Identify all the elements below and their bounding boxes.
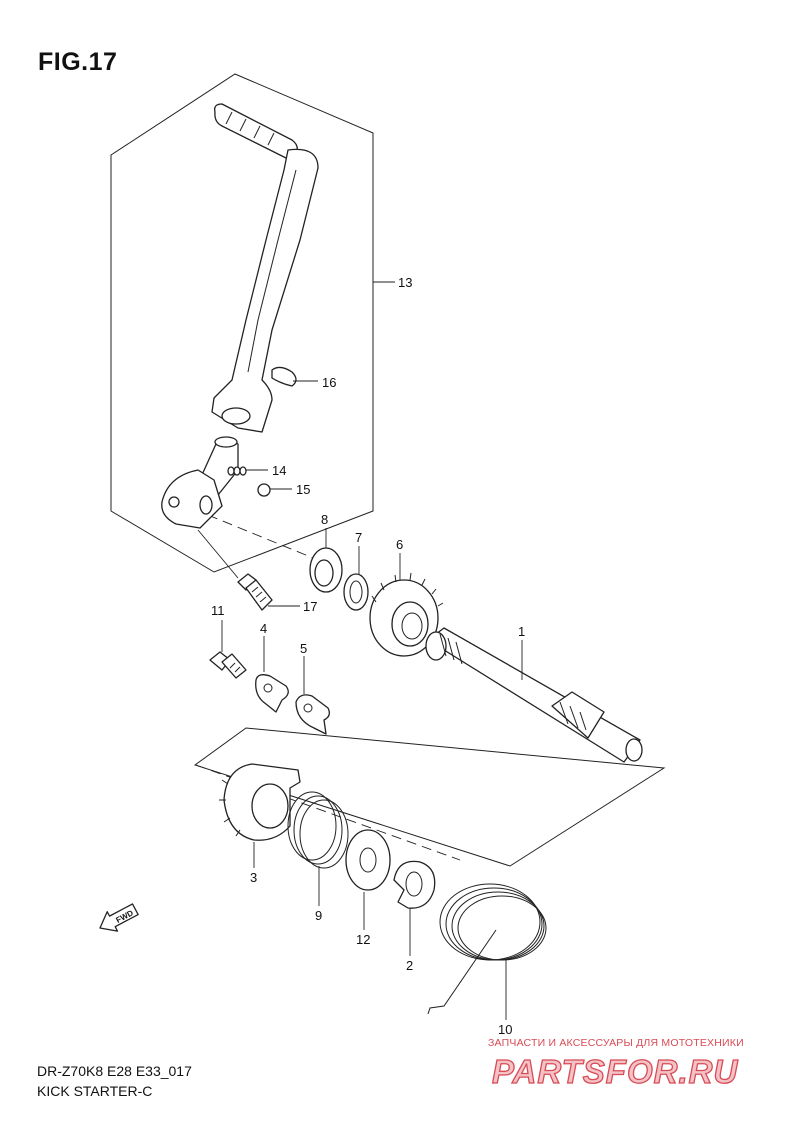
callout-16: 16 [322, 375, 336, 390]
callout-10: 10 [498, 1022, 512, 1037]
starter-guide-part-3[interactable] [219, 763, 301, 841]
section-name: KICK STARTER-C [37, 1083, 153, 1099]
kick-lever-part-13[interactable] [211, 103, 319, 433]
callout-15: 15 [296, 482, 310, 497]
washer-part-7[interactable] [343, 573, 369, 611]
callout-17: 17 [303, 599, 317, 614]
callout-4: 4 [260, 621, 267, 636]
lever-group-outline [110, 73, 374, 573]
washer-part-12[interactable] [345, 829, 391, 891]
callout-6: 6 [396, 537, 403, 552]
callout-7: 7 [355, 530, 362, 545]
ring-part-2[interactable] [393, 860, 436, 909]
callout-9: 9 [315, 908, 322, 923]
watermark-logo: PARTSFOR.RU [491, 1052, 738, 1090]
axis-line-upper [207, 514, 319, 561]
plate-part-5[interactable] [295, 694, 330, 735]
callout-11: 11 [211, 603, 225, 618]
lever-clamp-boss [161, 436, 239, 529]
ball-part-15[interactable] [257, 483, 271, 497]
callout-8: 8 [321, 512, 328, 527]
callout-5: 5 [300, 641, 307, 656]
callout-14: 14 [272, 463, 286, 478]
spring-part-9[interactable] [287, 791, 349, 869]
callout-13: 13 [398, 275, 412, 290]
figure-title: FIG.17 [38, 48, 118, 76]
callout-2: 2 [406, 958, 413, 973]
watermark-brand: PARTSFOR.RU [492, 1053, 738, 1090]
axis-line-lower [195, 764, 461, 861]
callout-3: 3 [250, 870, 257, 885]
clip-part-16[interactable] [271, 366, 297, 387]
callout-1: 1 [518, 624, 525, 639]
leader-bolt-axis [197, 529, 239, 579]
starter-shaft-part-1[interactable] [425, 627, 643, 763]
callout-12: 12 [356, 932, 370, 947]
drive-gear-part-6[interactable] [369, 572, 444, 657]
oil-seal-part-8[interactable] [309, 547, 343, 593]
bolt-part-17[interactable] [237, 573, 273, 611]
return-spring-part-10[interactable] [427, 883, 547, 1015]
model-code: DR-Z70K8 E28 E33_017 [37, 1063, 192, 1079]
bolt-part-11[interactable] [209, 651, 247, 679]
spring-part-14[interactable] [227, 466, 247, 476]
watermark-tagline: ЗАПЧАСТИ И АКСЕССУАРЫ ДЛЯ МОТОТЕХНИКИ [488, 1037, 744, 1049]
spring-group-outline [193, 727, 666, 867]
fwd-arrow-icon: FWD [99, 903, 139, 932]
leader-lines [221, 281, 523, 1020]
plate-part-4[interactable] [255, 674, 289, 713]
